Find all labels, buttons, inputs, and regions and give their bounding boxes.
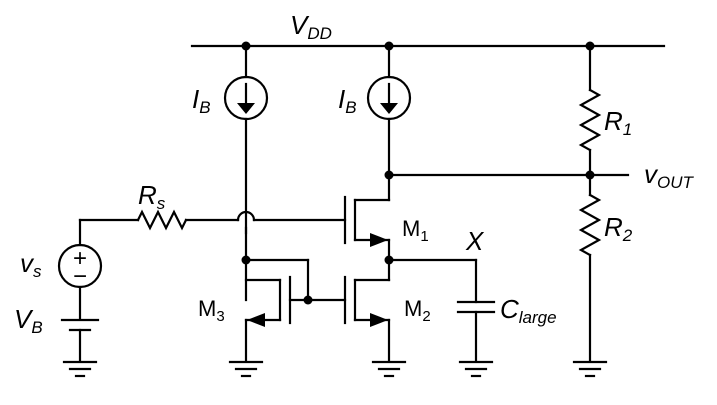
label-r2: R2 (604, 212, 633, 245)
label-node-x: X (465, 226, 485, 256)
label-vb: VB (14, 304, 43, 337)
transistor-m2 (343, 255, 394, 362)
ground-symbol (228, 360, 264, 378)
source-plus-sign: + (73, 245, 87, 272)
resistor-r1 (578, 44, 602, 197)
transistor-m1 (343, 195, 391, 282)
transistor-m3 (244, 275, 347, 362)
current-source-ib-right (366, 44, 412, 202)
label-vdd: VDD (290, 10, 332, 43)
label-vout: vOUT (644, 159, 695, 192)
ground-symbol (62, 360, 98, 378)
label-clarge: Clarge (500, 294, 557, 327)
label-m2: M2 (404, 296, 431, 325)
battery-vb (60, 318, 100, 362)
label-vs: vs (20, 248, 42, 281)
label-m1: M1 (402, 216, 429, 245)
current-source-ib-left (223, 44, 269, 235)
signal-source-vs (57, 218, 103, 320)
input-wire (78, 209, 347, 231)
label-ib-left: IB (192, 84, 211, 117)
ground-symbol (458, 360, 494, 378)
label-r1: R1 (604, 106, 632, 139)
capacitor-clarge (387, 258, 496, 362)
resistor-r2 (578, 193, 602, 362)
source-minus-sign: − (73, 263, 87, 290)
ground-symbol (572, 360, 608, 378)
label-ib-right: IB (338, 84, 357, 117)
label-m3: M3 (198, 296, 225, 325)
label-rs: Rs (138, 180, 166, 213)
ground-symbol (371, 360, 407, 378)
